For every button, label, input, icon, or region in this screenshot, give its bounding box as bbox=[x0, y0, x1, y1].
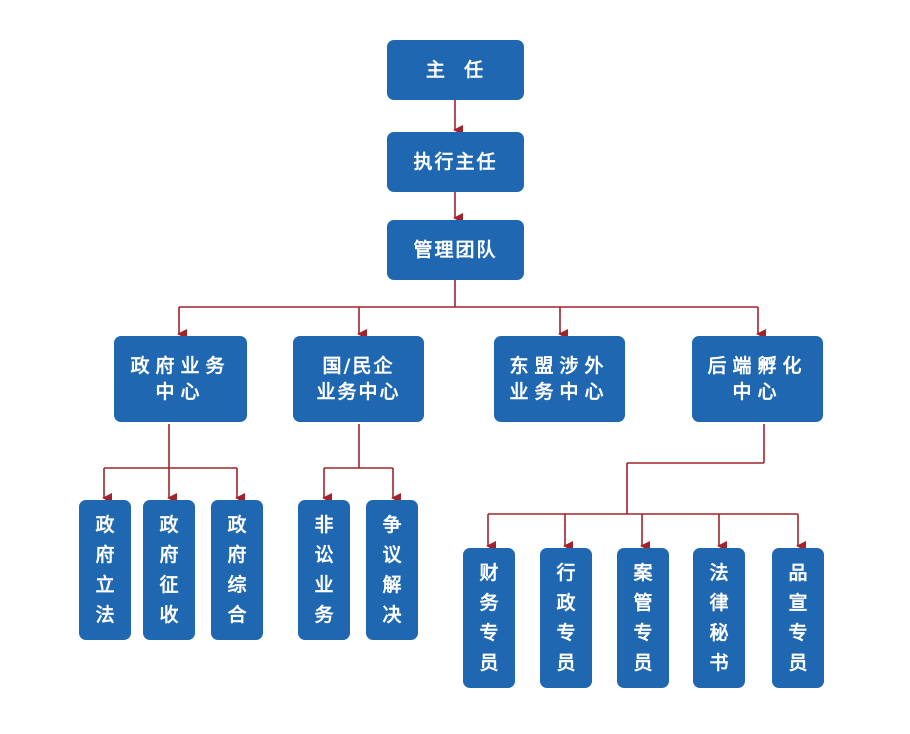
unit-enterprise-dispute: 争议解决 bbox=[366, 500, 418, 640]
unit-government-expropriation: 政府征收 bbox=[143, 500, 195, 640]
unit-government-comprehensive: 政府综合 bbox=[211, 500, 263, 640]
executive-director-box: 执行主任 bbox=[387, 132, 524, 192]
unit-backend-case-label: 案管专员 bbox=[633, 562, 653, 674]
director-label: 主 任 bbox=[425, 59, 486, 81]
management-team-box: 管理团队 bbox=[387, 220, 524, 280]
director-box: 主 任 bbox=[387, 40, 524, 100]
executive-director-label: 执行主任 bbox=[413, 151, 498, 173]
center-enterprise-box: 国/民企 业务中心 bbox=[293, 336, 424, 422]
center-asean-line2: 业务中心 bbox=[509, 381, 610, 403]
unit-government-comprehensive-label: 政府综合 bbox=[227, 514, 247, 626]
management-team-label: 管理团队 bbox=[413, 239, 498, 261]
unit-backend-admin-label: 行政专员 bbox=[556, 562, 576, 674]
unit-enterprise-nonlitigation: 非讼业务 bbox=[298, 500, 350, 640]
unit-backend-finance-label: 财务专员 bbox=[479, 562, 499, 674]
center-government-box: 政府业务 中心 bbox=[114, 336, 247, 422]
unit-backend-legal-label: 法律秘书 bbox=[709, 562, 729, 674]
center-backend-line2: 中心 bbox=[732, 381, 783, 403]
unit-backend-case: 案管专员 bbox=[617, 548, 669, 688]
unit-enterprise-dispute-label: 争议解决 bbox=[382, 514, 402, 626]
unit-backend-promotion-label: 品宣专员 bbox=[788, 562, 808, 674]
center-government-line1: 政府业务 bbox=[130, 355, 231, 377]
center-asean-line1: 东盟涉外 bbox=[509, 355, 610, 377]
center-enterprise-line1: 国/民企 bbox=[322, 355, 395, 377]
unit-government-legislation: 政府立法 bbox=[79, 500, 131, 640]
center-backend-line1: 后端孵化 bbox=[707, 355, 808, 377]
unit-backend-promotion: 品宣专员 bbox=[772, 548, 824, 688]
unit-enterprise-nonlitigation-label: 非讼业务 bbox=[314, 514, 334, 626]
unit-backend-legal: 法律秘书 bbox=[693, 548, 745, 688]
unit-backend-finance: 财务专员 bbox=[463, 548, 515, 688]
unit-government-expropriation-label: 政府征收 bbox=[159, 514, 179, 626]
center-enterprise-line2: 业务中心 bbox=[316, 381, 401, 403]
center-government-line2: 中心 bbox=[155, 381, 206, 403]
center-backend-box: 后端孵化 中心 bbox=[692, 336, 823, 422]
unit-government-legislation-label: 政府立法 bbox=[95, 514, 115, 626]
unit-backend-admin: 行政专员 bbox=[540, 548, 592, 688]
center-asean-box: 东盟涉外 业务中心 bbox=[494, 336, 625, 422]
